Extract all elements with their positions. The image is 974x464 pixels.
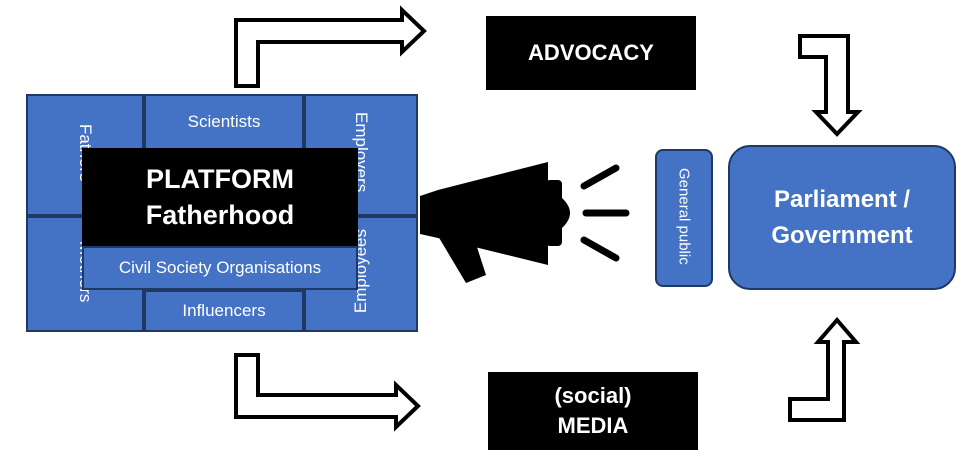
megaphone-icon xyxy=(420,162,630,283)
cell-influencers: Influencers xyxy=(144,290,304,332)
cell-scientists: Scientists xyxy=(144,94,304,150)
government-line1: Parliament / xyxy=(773,185,911,213)
platform-title-box: PLATFORM Fatherhood xyxy=(82,148,358,246)
media-box: (social) MEDIA xyxy=(488,372,698,450)
advocacy-label: ADVOCACY xyxy=(528,40,654,65)
advocacy-box: ADVOCACY xyxy=(486,16,696,90)
platform-title-line1: PLATFORM xyxy=(146,164,294,194)
arrow-platform-to-advocacy xyxy=(234,5,427,88)
government-line2: Government xyxy=(771,221,913,249)
cell-civil-society: Civil Society Organisations xyxy=(82,246,358,290)
media-line1: (social) xyxy=(554,383,632,408)
arrow-platform-to-media xyxy=(234,353,421,432)
media-line2: MEDIA xyxy=(557,413,629,438)
platform-title-line2: Fatherhood xyxy=(145,200,295,230)
arrow-advocacy-to-government xyxy=(798,34,863,137)
general-public-label: General public xyxy=(675,167,693,265)
arrow-media-to-government xyxy=(788,316,861,422)
general-public-box: General public xyxy=(655,149,713,287)
government-box: Parliament / Government xyxy=(728,145,956,290)
